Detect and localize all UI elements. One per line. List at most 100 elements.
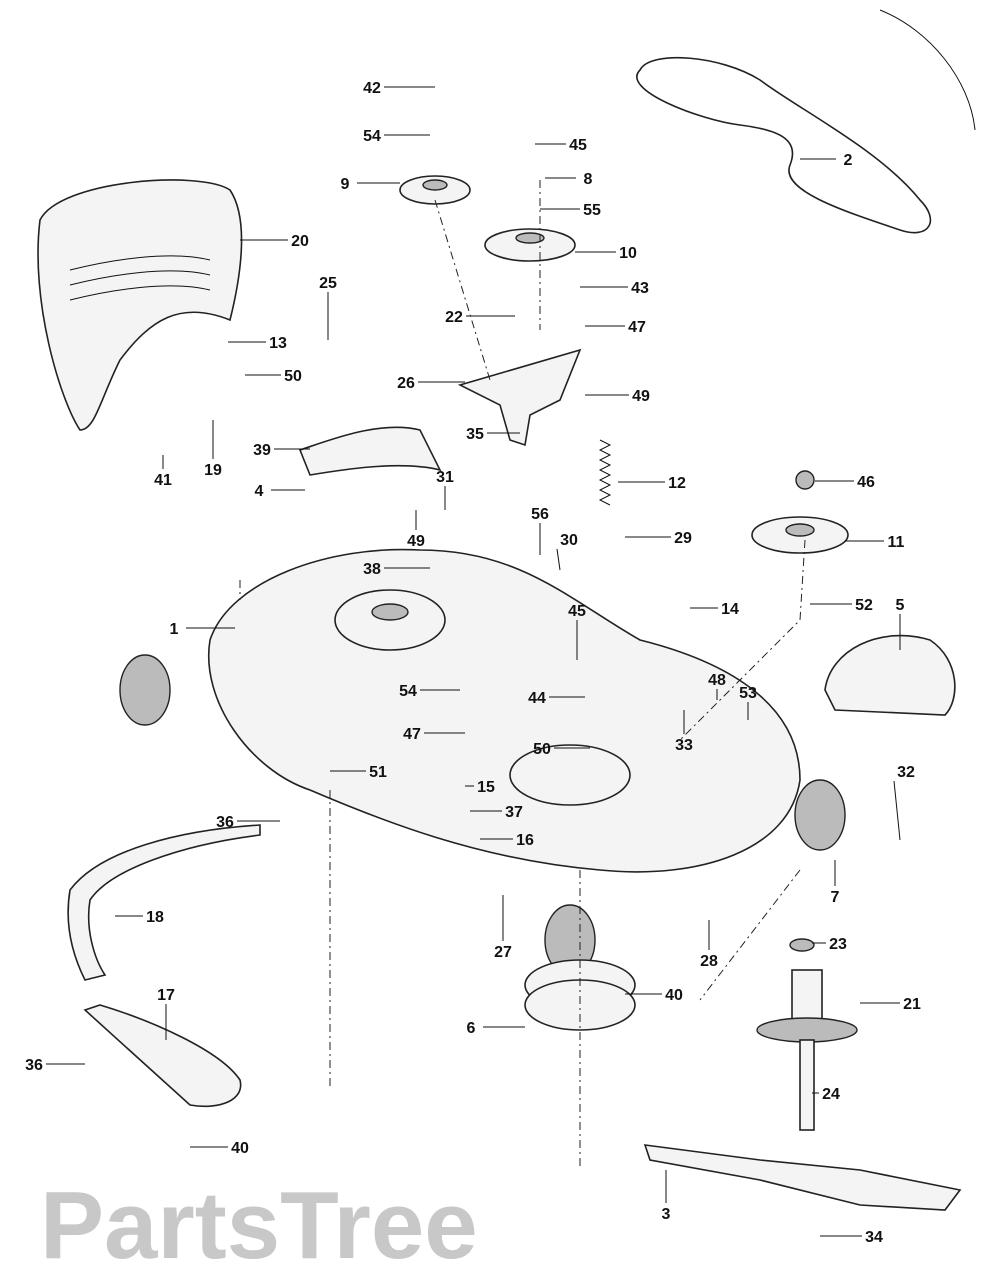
callout-label: 49 [407, 533, 425, 550]
callout-16: 16 [480, 832, 534, 849]
callout-47: 47 [403, 726, 465, 743]
callout-label: 19 [204, 462, 222, 479]
callout-label: 3 [662, 1206, 671, 1223]
callout-label: 44 [528, 690, 546, 707]
leader-line [556, 548, 561, 571]
belt-guard [824, 634, 956, 716]
callout-2: 2 [800, 152, 853, 169]
callout-label: 40 [231, 1140, 249, 1157]
callout-7: 7 [831, 860, 840, 906]
callout-3: 3 [662, 1170, 671, 1223]
idler-pulley-9 [399, 175, 471, 205]
callout-label: 20 [291, 233, 309, 250]
callout-46: 46 [815, 474, 875, 491]
callout-53: 53 [739, 685, 757, 720]
callout-12: 12 [618, 475, 686, 492]
callout-label: 5 [896, 597, 905, 614]
callout-25: 25 [319, 275, 337, 340]
callout-38: 38 [363, 561, 430, 578]
callout-48: 48 [708, 672, 726, 700]
callout-52: 52 [810, 597, 873, 614]
drive-belt [636, 9, 976, 234]
callout-34: 34 [820, 1229, 883, 1246]
callout-23: 23 [812, 936, 847, 953]
callout-label: 23 [829, 936, 847, 953]
callout-label: 52 [855, 597, 873, 614]
callout-label: 50 [284, 368, 302, 385]
callout-label: 26 [397, 375, 415, 392]
callout-26: 26 [397, 375, 465, 392]
callout-label: 54 [363, 128, 381, 145]
callout-50: 50 [533, 741, 590, 758]
callout-31: 31 [436, 469, 454, 510]
callout-44: 44 [528, 690, 585, 707]
callout-label: 2 [844, 152, 853, 169]
callout-10: 10 [575, 245, 637, 262]
callout-36: 36 [216, 814, 280, 831]
callout-label: 29 [674, 530, 692, 547]
callout-label: 30 [560, 532, 578, 549]
callout-14: 14 [690, 601, 739, 618]
callout-45: 45 [568, 603, 586, 660]
callout-label: 51 [369, 764, 387, 781]
watermark: PartsTree [40, 1172, 478, 1279]
callout-35: 35 [466, 426, 520, 443]
callout-label: 37 [505, 804, 523, 821]
callout-label: 49 [632, 388, 650, 405]
callout-19: 19 [204, 420, 222, 479]
callout-37: 37 [470, 804, 523, 821]
callout-label: 7 [831, 889, 840, 906]
callout-label: 39 [253, 442, 271, 459]
callout-29: 29 [625, 530, 692, 547]
spindle-assembly [756, 938, 858, 1131]
callout-label: 13 [269, 335, 287, 352]
callout-1: 1 [170, 621, 235, 638]
callout-label: 24 [822, 1086, 840, 1103]
callout-label: 50 [533, 741, 551, 758]
callout-label: 15 [477, 779, 495, 796]
callout-40: 40 [190, 1140, 249, 1157]
leader-line [893, 780, 901, 841]
wheel-right [794, 779, 846, 851]
callout-51: 51 [330, 764, 387, 781]
callout-label: 45 [568, 603, 586, 620]
callout-49: 49 [585, 388, 650, 405]
callout-label: 33 [675, 737, 693, 754]
callout-label: 48 [708, 672, 726, 689]
callout-label: 4 [255, 483, 264, 500]
callout-label: 32 [897, 764, 915, 781]
callout-label: 14 [721, 601, 739, 618]
callout-label: 17 [157, 987, 175, 1004]
callout-label: 45 [569, 137, 587, 154]
mower-deck [207, 426, 801, 873]
callout-label: 22 [445, 309, 463, 326]
callout-label: 34 [865, 1229, 883, 1246]
callout-8: 8 [545, 171, 593, 188]
callout-label: 53 [739, 685, 757, 702]
callout-label: 36 [25, 1057, 43, 1074]
callout-33: 33 [675, 710, 693, 754]
callout-13: 13 [228, 335, 287, 352]
callout-label: 38 [363, 561, 381, 578]
callout-label: 21 [903, 996, 921, 1013]
idler-pulley-10 [484, 228, 576, 262]
callout-41: 41 [154, 455, 172, 489]
callout-label: 10 [619, 245, 637, 262]
callout-label: 40 [665, 987, 683, 1004]
callout-label: 55 [583, 202, 601, 219]
callout-label: 27 [494, 944, 512, 961]
wheel-left [119, 654, 171, 726]
callout-label: 16 [516, 832, 534, 849]
callout-30: 30 [556, 532, 578, 571]
callout-22: 22 [445, 309, 515, 326]
callout-label: 36 [216, 814, 234, 831]
callout-45: 45 [535, 137, 587, 154]
callout-54: 54 [363, 128, 430, 145]
callout-label: 8 [584, 171, 593, 188]
spring [598, 439, 612, 506]
baffle-17 [83, 1004, 242, 1107]
callout-32: 32 [893, 764, 915, 841]
callout-label: 56 [531, 506, 549, 523]
callout-label: 6 [467, 1020, 476, 1037]
